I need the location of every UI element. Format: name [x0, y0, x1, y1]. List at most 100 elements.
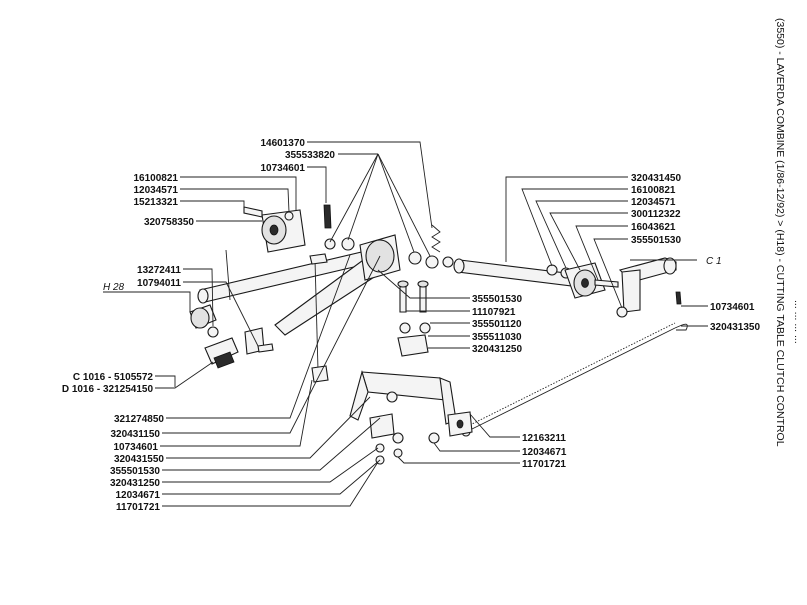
leader-11701721-r — [397, 456, 520, 464]
leader-16043621 — [575, 225, 628, 281]
leader-10794011 — [183, 281, 259, 347]
left-clevis-jaw — [213, 351, 235, 369]
pin-10734601-r — [675, 291, 682, 305]
label-d1016: D 1016 - 321254150 — [62, 384, 154, 395]
right-bracket-hole — [581, 278, 589, 288]
h28-link-eye — [190, 307, 210, 329]
leader-13272411 — [183, 268, 214, 327]
label-320431350: 320431350 — [710, 322, 760, 333]
label-16100821: 16100821 — [134, 173, 179, 184]
bolt-10794011 — [257, 343, 274, 353]
lower-fork-left-arm — [349, 370, 369, 421]
leader-14601370 — [307, 141, 433, 229]
exploded-view-drawing — [189, 204, 688, 465]
label-c1016: C 1016 - 5105572 — [73, 372, 154, 383]
washer-355501530-l — [375, 443, 385, 453]
side-title-group: (3550) - LAVERDA COMBINE (1/86-12/92) > … — [774, 18, 804, 447]
fork-end-hole — [456, 419, 464, 429]
side-title-faint: ... ... ... ... — [792, 300, 804, 344]
label-355501530-b: 355501530 — [110, 466, 160, 477]
bolt-head-a — [397, 280, 409, 288]
threaded-rod-thread — [469, 322, 676, 426]
label-320431250-c: 320431250 — [472, 344, 522, 355]
label-10794011: 10794011 — [137, 278, 181, 289]
label-355501530-c: 355501530 — [472, 294, 522, 305]
leader-320431450 — [505, 176, 628, 262]
washer-d — [425, 255, 439, 269]
bracket-hole — [269, 224, 279, 236]
label-355511030: 355511030 — [472, 332, 522, 343]
label-355533820: 355533820 — [285, 150, 335, 161]
label-320431250-b: 320431250 — [110, 478, 160, 489]
bolt-16043621 — [594, 279, 619, 288]
leader-fan-3 — [377, 153, 415, 253]
leader-16100821 — [180, 176, 297, 210]
leader-12034571-r — [535, 200, 628, 269]
leader-10734601 — [307, 166, 327, 203]
label-300112322: 300112322 — [631, 209, 681, 220]
block-320431550 — [369, 413, 395, 439]
washer-355501530 — [616, 306, 628, 318]
label-13272411: 13272411 — [137, 265, 181, 276]
spring-14601370 — [431, 224, 441, 253]
leader-12034671-b — [162, 459, 381, 495]
lower-fork — [361, 371, 447, 401]
part-labels: 14601370 355533820 10734601 16100821 120… — [62, 138, 761, 513]
right-shaft-end — [453, 258, 465, 274]
nut-11701721-r — [393, 448, 403, 458]
rod-hook — [674, 323, 688, 331]
label-10734601-r: 10734601 — [710, 302, 755, 313]
bolt-11107921-a — [399, 284, 407, 313]
label-320758350: 320758350 — [144, 217, 194, 228]
threaded-rod — [469, 327, 676, 431]
washer-320431150 — [386, 391, 398, 403]
washer-a — [324, 238, 336, 250]
label-11107921: 11107921 — [472, 307, 516, 318]
bolt-head-b — [417, 280, 429, 288]
leader-lines — [103, 141, 708, 507]
label-12034671-b: 12034671 — [116, 490, 161, 501]
label-10734601-b: 10734601 — [114, 442, 159, 453]
bolt-11107921-b — [419, 284, 427, 313]
washer-355501120-b — [419, 322, 431, 334]
label-16043621: 16043621 — [631, 222, 676, 233]
label-14601370: 14601370 — [261, 138, 306, 149]
leader-355501530-r — [593, 238, 628, 309]
group-ref-h28: H 28 — [103, 282, 125, 293]
side-title: (3550) - LAVERDA COMBINE (1/86-12/92) > … — [774, 18, 786, 447]
leader-fan-1 — [329, 153, 379, 243]
washer-12034671-l — [392, 432, 404, 444]
leader-300112322 — [549, 212, 628, 271]
label-10734601: 10734601 — [261, 163, 306, 174]
right-lever-end — [663, 257, 677, 275]
washer-e — [442, 256, 454, 268]
label-12034671-r: 12034671 — [522, 447, 567, 458]
label-320431150: 320431150 — [110, 429, 160, 440]
leader-11701721-b — [162, 461, 379, 507]
leader-12034671-r — [433, 442, 520, 452]
leader-12034571 — [180, 188, 290, 213]
washer-c — [408, 251, 422, 265]
bolt-15213321 — [243, 206, 263, 218]
label-320431450: 320431450 — [631, 173, 681, 184]
left-rod — [225, 249, 231, 301]
pin-10734601 — [323, 204, 332, 229]
label-11701721-b: 11701721 — [116, 502, 160, 513]
vertical-rod — [314, 259, 319, 371]
label-11701721-r: 11701721 — [522, 459, 566, 470]
label-321274850: 321274850 — [114, 414, 164, 425]
leader-16100821-r — [521, 188, 628, 267]
leader-d1016 — [155, 361, 214, 389]
label-12034571-r: 12034571 — [631, 197, 676, 208]
leader-12163211 — [469, 413, 520, 438]
leader-fan-4 — [377, 153, 431, 257]
leader-321274850 — [166, 254, 351, 419]
washer-b — [341, 237, 355, 251]
group-ref-c1: C 1 — [706, 256, 722, 267]
label-15213321: 15213321 — [134, 197, 179, 208]
left-clevis — [204, 337, 239, 365]
leader-320431250-b — [162, 447, 379, 483]
label-12163211: 12163211 — [522, 433, 566, 444]
leader-320431550 — [166, 396, 371, 459]
